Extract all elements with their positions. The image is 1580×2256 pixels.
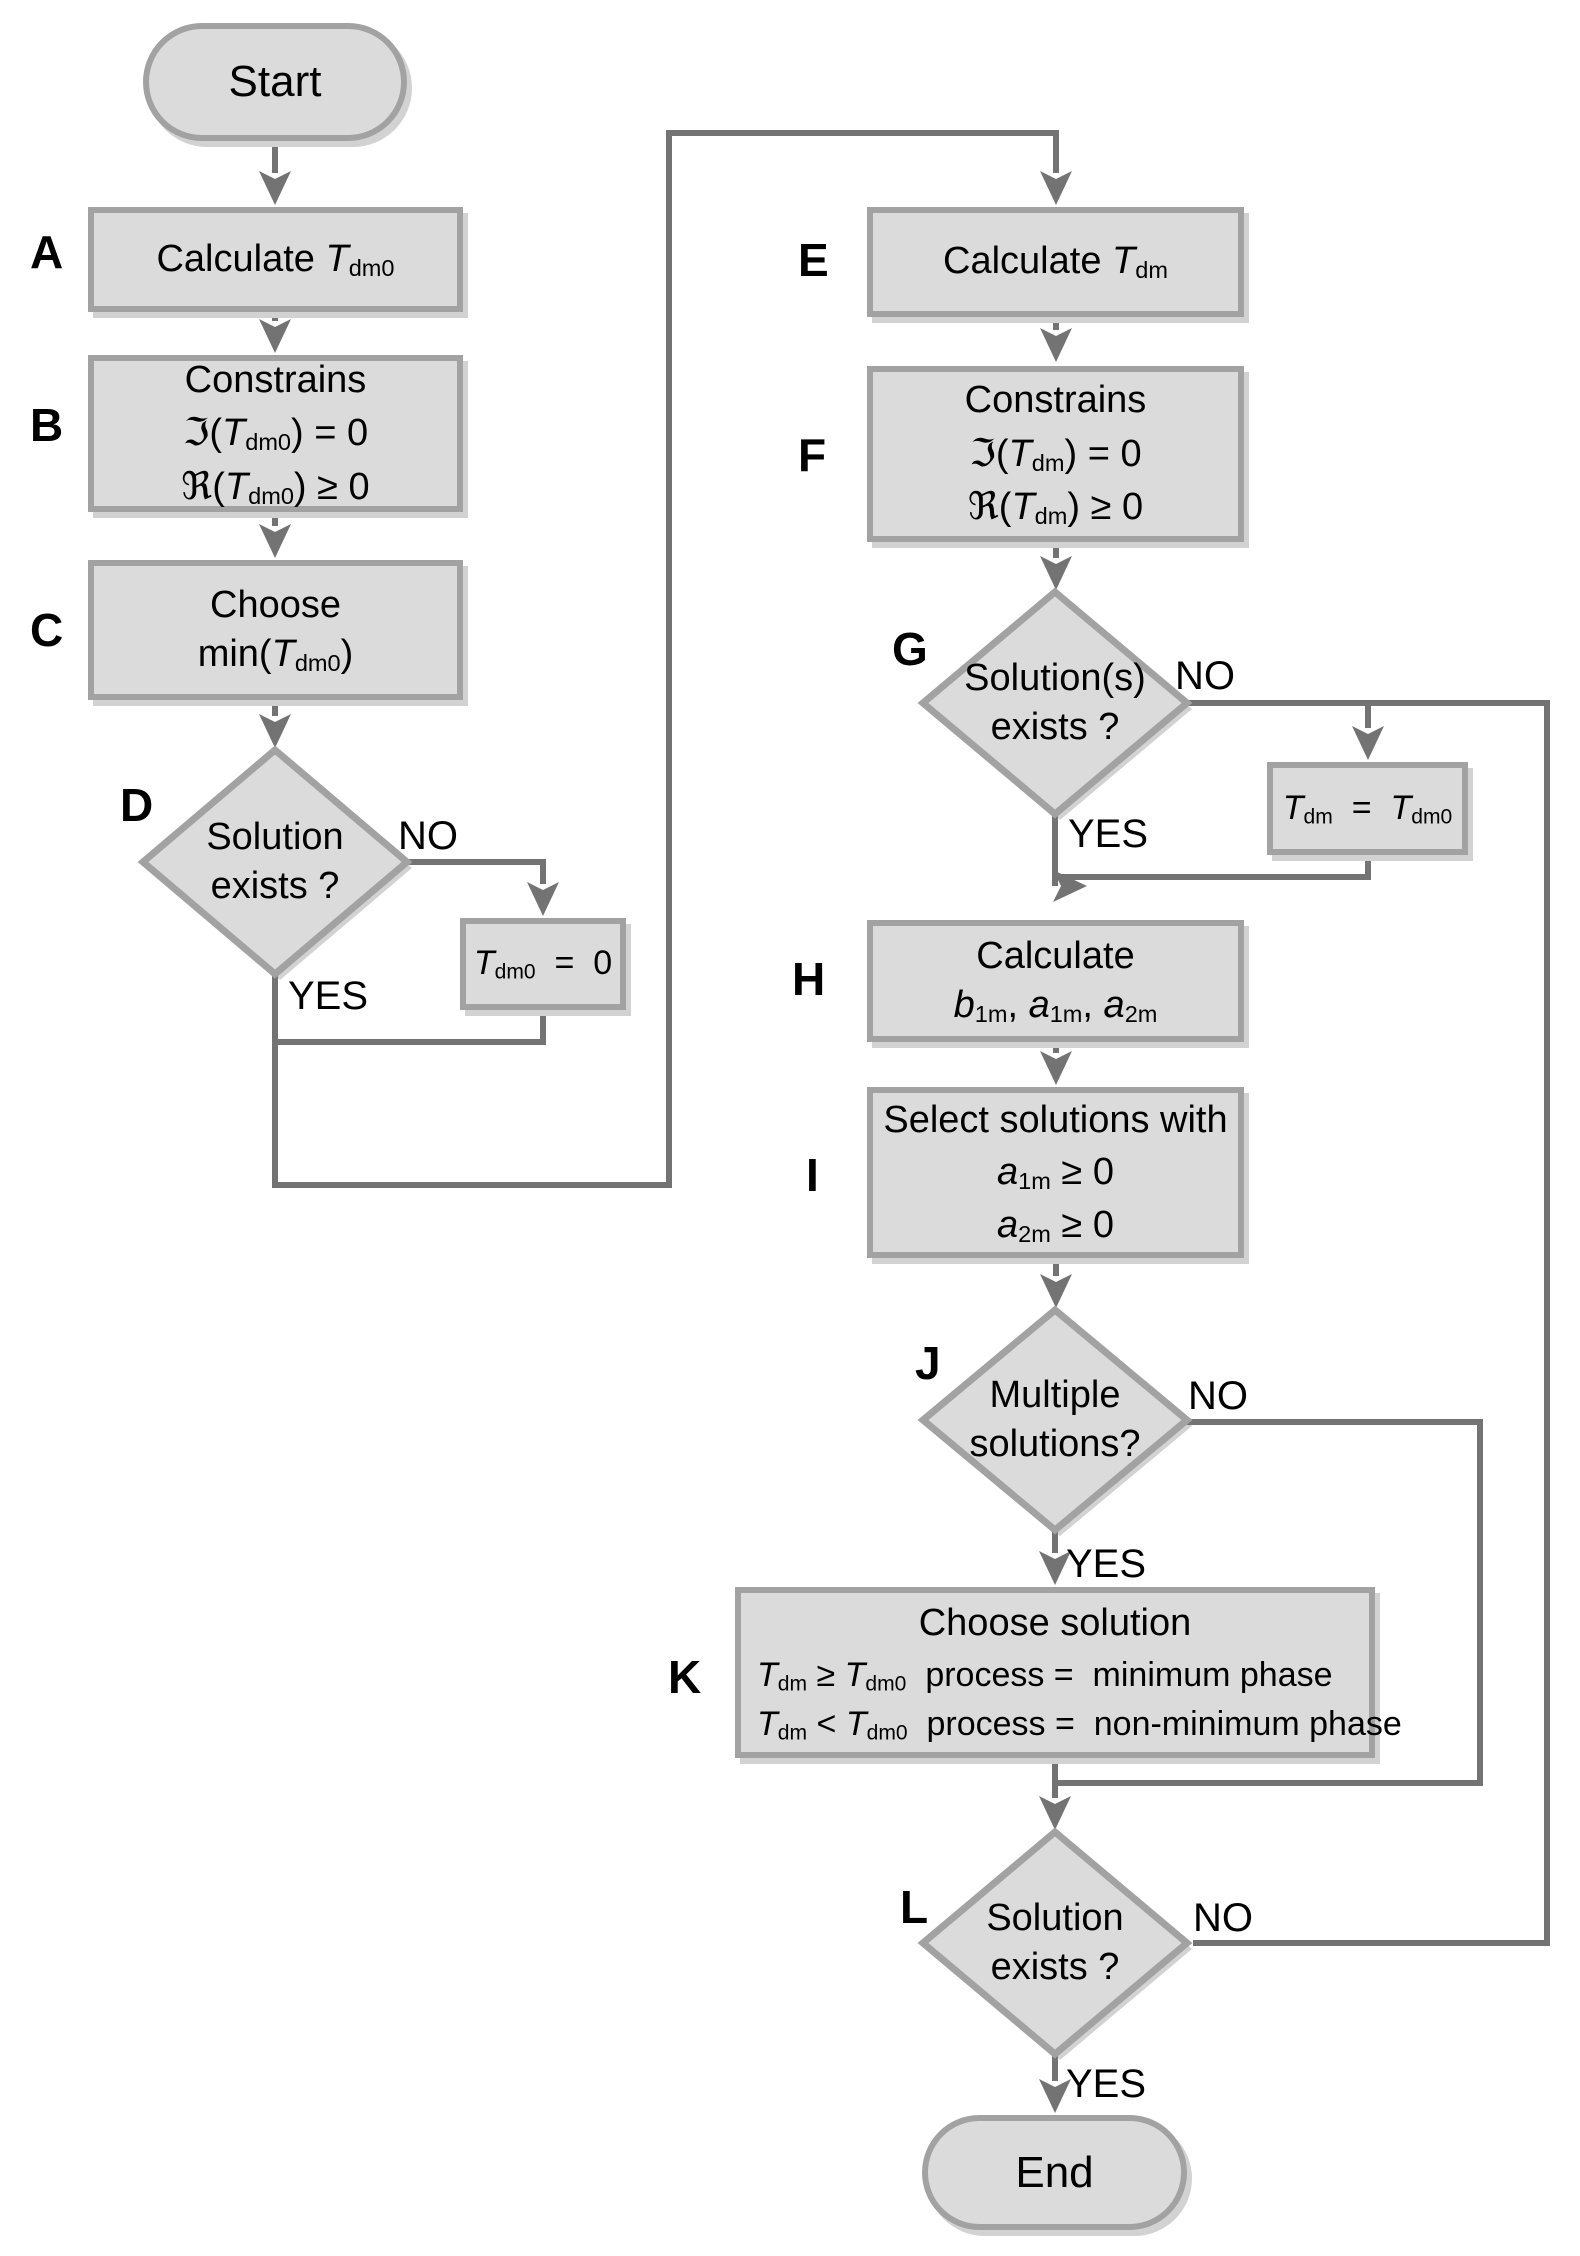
node-tdm-equals-tdm0: Tdm = Tdm0 — [1267, 762, 1468, 855]
diamond-g-text: Solution(s)exists ? — [964, 656, 1146, 748]
edge-label-j-no: NO — [1188, 1374, 1248, 1418]
node-a-calculate-tdm0: Calculate Tdm0 — [88, 207, 463, 312]
edge-label-j-yes: YES — [1066, 1542, 1147, 1586]
edge-d-no-to-t0 — [407, 859, 559, 916]
start-label: Start — [228, 57, 322, 106]
edge-d-yes-to-e — [272, 130, 1072, 1188]
node-tdm0-equals-0: Tdm0 = 0 — [460, 918, 626, 1010]
label-j: J — [915, 1337, 941, 1389]
label-c: C — [30, 604, 64, 656]
diamond-j-multiple-solutions — [917, 1305, 1193, 1535]
label-g: G — [892, 623, 928, 675]
start-terminal: Start — [143, 23, 407, 141]
end-terminal: End — [922, 2115, 1187, 2230]
label-a: A — [30, 226, 64, 278]
node-tdm-tdm0-text: Tdm = Tdm0 — [1282, 788, 1453, 829]
label-d: D — [120, 779, 154, 831]
label-b: B — [30, 399, 64, 451]
edge-g-no-l-no-rail — [1187, 700, 1550, 1946]
edge-label-d-no: NO — [398, 814, 458, 858]
label-l: L — [900, 1881, 929, 1933]
label-i: I — [806, 1149, 819, 1201]
node-e-text: Calculate Tdm — [943, 240, 1168, 284]
diamond-d-solution-exists — [137, 745, 413, 979]
node-e-calculate-tdm: Calculate Tdm — [867, 207, 1244, 317]
edge-label-l-yes: YES — [1066, 2062, 1147, 2106]
edge-t1-return — [1060, 855, 1371, 880]
label-k: K — [668, 1651, 702, 1703]
label-e: E — [798, 234, 829, 286]
diamond-g-solutions-exist — [917, 587, 1193, 819]
edge-label-l-no: NO — [1193, 1896, 1253, 1940]
label-h: H — [792, 953, 826, 1005]
label-f: F — [798, 429, 827, 481]
edge-label-d-yes: YES — [288, 974, 369, 1018]
edge-label-g-yes: YES — [1068, 812, 1149, 856]
edge-t0-return — [278, 1010, 546, 1045]
node-tdm0-text: Tdm0 = 0 — [473, 944, 613, 985]
edge-j-no-bypass — [1058, 1419, 1483, 1786]
edge-label-g-no: NO — [1175, 654, 1235, 698]
node-a-text: Calculate Tdm0 — [156, 237, 395, 281]
end-label: End — [1015, 2147, 1094, 2197]
diamond-l-solution-exists — [917, 1827, 1193, 2059]
